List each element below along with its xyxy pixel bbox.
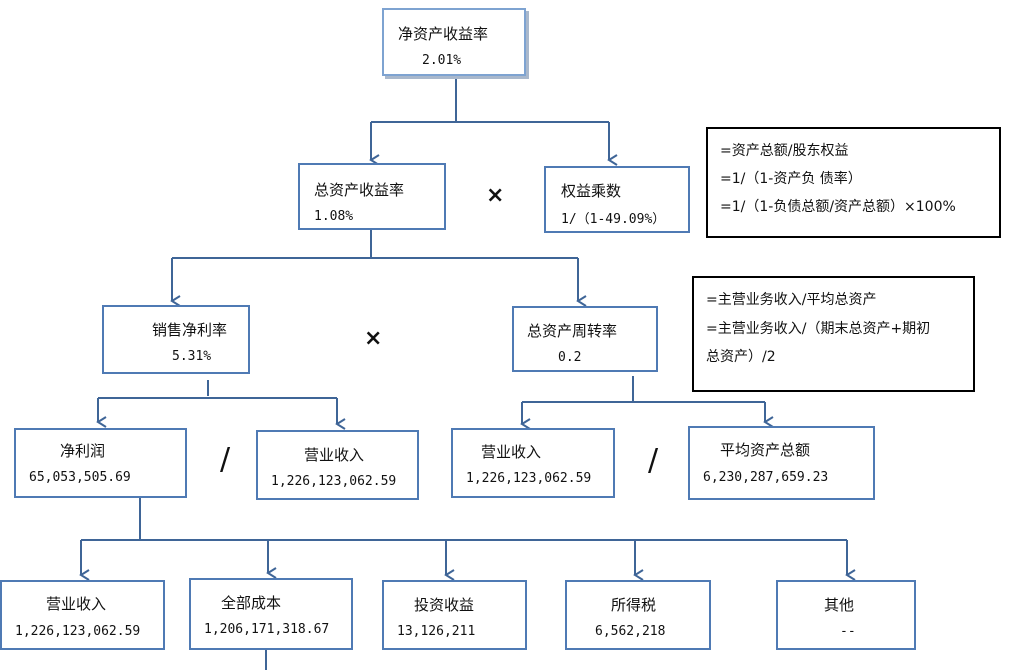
note-turnover-line-3: 总资产）/2 (706, 349, 776, 365)
note-equity-line-2: =1/（1-资产负 债率） (720, 171, 862, 187)
node-net-profit: 净利润 65,053,505.69 (14, 428, 187, 498)
node-invest-income: 投资收益 13,126,211 (382, 580, 527, 650)
node-revenue-b-label: 营业收入 (481, 443, 542, 461)
multiply-operator-1: × (486, 183, 505, 208)
node-avg-assets-label: 平均资产总额 (720, 441, 811, 459)
node-revenue-b: 营业收入 1,226,123,062.59 (451, 428, 615, 498)
node-revenue-c-value: 1,226,123,062.59 (15, 624, 141, 639)
note-turnover-line-2: =主营业务收入/（期末总资产+期初 (706, 321, 931, 337)
node-roe: 净资产收益率 2.01% (382, 8, 526, 76)
node-other-label: 其他 (824, 596, 855, 614)
node-net-margin: 销售净利率 5.31% (102, 305, 250, 374)
node-other: 其他 -- (776, 580, 916, 650)
divide-operator-2: / (648, 443, 659, 478)
node-total-cost-label: 全部成本 (221, 594, 282, 612)
node-net-margin-label: 销售净利率 (152, 321, 228, 339)
note-equity-line-1: =资产总额/股东权益 (720, 143, 849, 159)
node-revenue-c: 营业收入 1,226,123,062.59 (0, 580, 165, 650)
node-roe-label: 净资产收益率 (398, 25, 489, 43)
node-total-cost: 全部成本 1,206,171,318.67 (189, 578, 353, 650)
node-revenue-b-value: 1,226,123,062.59 (466, 471, 592, 486)
note-equity-line-3: =1/（1-负债总额/资产总额）×100% (720, 199, 956, 215)
node-equity-multiplier-value: 1/（1-49.09%） (561, 212, 666, 227)
node-revenue-a: 营业收入 1,226,123,062.59 (256, 430, 419, 500)
node-net-profit-value: 65,053,505.69 (29, 470, 131, 485)
divide-operator-1: / (220, 442, 231, 477)
node-equity-multiplier-label: 权益乘数 (561, 182, 622, 200)
note-asset-turnover: =主营业务收入/平均总资产 =主营业务收入/（期末总资产+期初 总资产）/2 (692, 276, 975, 392)
node-roa: 总资产收益率 1.08% (298, 163, 446, 230)
note-equity-multiplier: =资产总额/股东权益 =1/（1-资产负 债率） =1/（1-负债总额/资产总额… (706, 127, 1001, 238)
node-equity-multiplier: 权益乘数 1/（1-49.09%） (544, 166, 690, 233)
node-roe-value: 2.01% (422, 53, 462, 68)
node-income-tax: 所得税 6,562,218 (565, 580, 711, 650)
node-asset-turnover-label: 总资产周转率 (527, 322, 618, 340)
node-asset-turnover: 总资产周转率 0.2 (512, 306, 658, 372)
node-avg-assets: 平均资产总额 6,230,287,659.23 (688, 426, 875, 500)
node-revenue-a-label: 营业收入 (304, 446, 365, 464)
node-asset-turnover-value: 0.2 (558, 350, 582, 365)
node-total-cost-value: 1,206,171,318.67 (204, 622, 330, 637)
note-turnover-line-1: =主营业务收入/平均总资产 (706, 292, 877, 308)
node-income-tax-label: 所得税 (611, 596, 657, 614)
node-net-margin-value: 5.31% (172, 349, 212, 364)
node-net-profit-label: 净利润 (60, 442, 106, 460)
node-other-value: -- (840, 624, 856, 639)
node-invest-income-label: 投资收益 (414, 596, 475, 614)
multiply-operator-2: × (364, 326, 383, 351)
node-income-tax-value: 6,562,218 (595, 624, 666, 639)
node-invest-income-value: 13,126,211 (397, 624, 476, 639)
node-roa-value: 1.08% (314, 209, 354, 224)
node-revenue-a-value: 1,226,123,062.59 (271, 474, 397, 489)
node-revenue-c-label: 营业收入 (46, 595, 107, 613)
node-roa-label: 总资产收益率 (314, 181, 405, 199)
node-avg-assets-value: 6,230,287,659.23 (703, 470, 829, 485)
